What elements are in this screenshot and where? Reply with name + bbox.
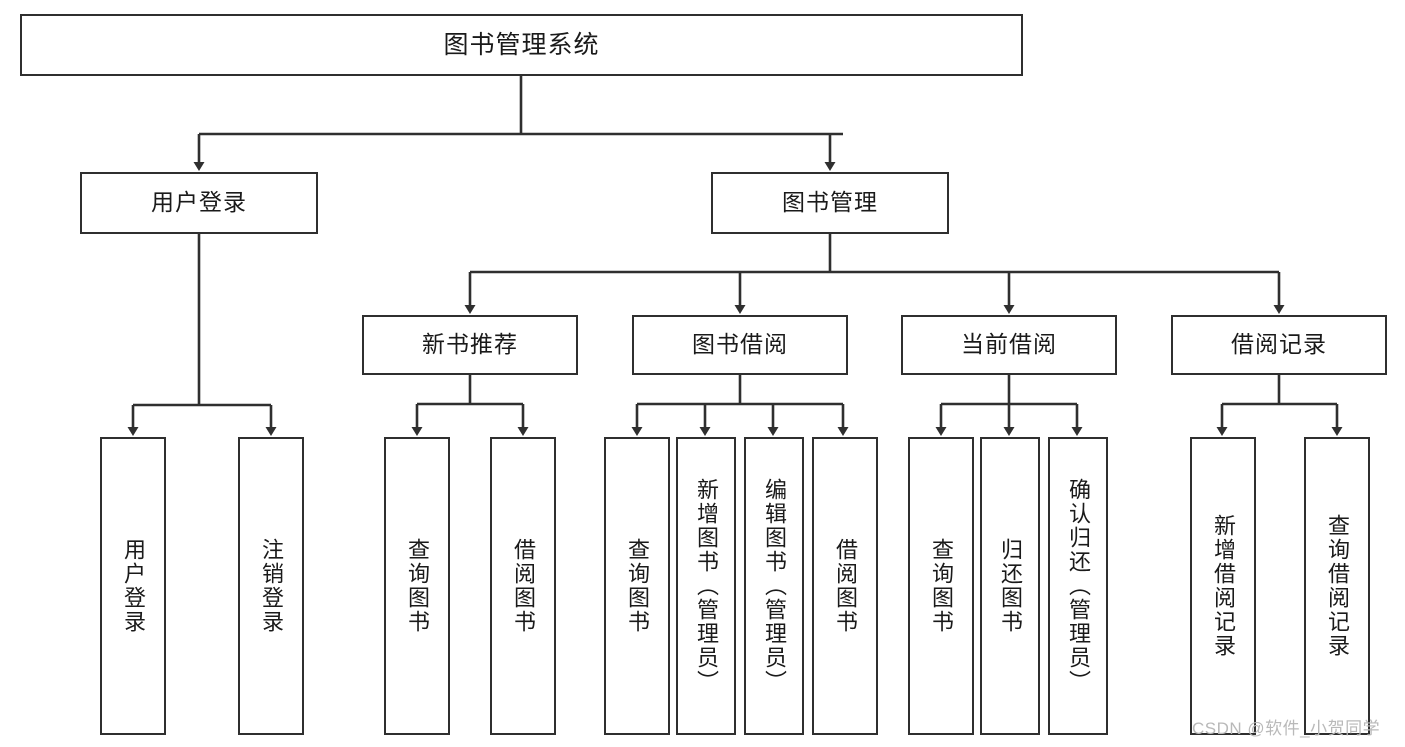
node-label: 新增图书（管理员） bbox=[693, 478, 719, 694]
node-label: 查询借阅记录 bbox=[1324, 514, 1350, 658]
node-label: 借阅图书 bbox=[510, 538, 536, 634]
leaf-query-book-new-book[interactable]: 查询图书 bbox=[384, 437, 450, 735]
node-book-management[interactable]: 图书管理 bbox=[711, 172, 949, 234]
leaf-user-logout[interactable]: 注销登录 bbox=[238, 437, 304, 735]
node-borrowing-record[interactable]: 借阅记录 bbox=[1171, 315, 1387, 375]
node-label: 借阅记录 bbox=[1231, 331, 1327, 358]
node-new-book-recommendation[interactable]: 新书推荐 bbox=[362, 315, 578, 375]
node-label: 新增借阅记录 bbox=[1210, 514, 1236, 658]
leaf-user-login[interactable]: 用户登录 bbox=[100, 437, 166, 735]
node-label: 用户登录 bbox=[151, 189, 247, 216]
leaf-add-borrowing-record[interactable]: 新增借阅记录 bbox=[1190, 437, 1256, 735]
node-label: 编辑图书（管理员） bbox=[761, 478, 787, 694]
node-label: 图书借阅 bbox=[692, 331, 788, 358]
node-label: 确认归还（管理员） bbox=[1065, 478, 1091, 694]
leaf-query-book-borrowing[interactable]: 查询图书 bbox=[604, 437, 670, 735]
node-label: 查询图书 bbox=[624, 538, 650, 634]
leaf-query-book-current[interactable]: 查询图书 bbox=[908, 437, 974, 735]
leaf-query-borrowing-record[interactable]: 查询借阅记录 bbox=[1304, 437, 1370, 735]
node-label: 当前借阅 bbox=[961, 331, 1057, 358]
node-current-borrowing[interactable]: 当前借阅 bbox=[901, 315, 1117, 375]
node-book-borrowing[interactable]: 图书借阅 bbox=[632, 315, 848, 375]
node-label: 图书管理 bbox=[782, 189, 878, 216]
leaf-borrow-book-borrowing[interactable]: 借阅图书 bbox=[812, 437, 878, 735]
node-label: 图书管理系统 bbox=[443, 31, 600, 59]
node-label: 用户登录 bbox=[120, 538, 146, 634]
node-user-login[interactable]: 用户登录 bbox=[80, 172, 318, 234]
node-label: 新书推荐 bbox=[422, 331, 518, 358]
leaf-confirm-return-admin[interactable]: 确认归还（管理员） bbox=[1048, 437, 1108, 735]
node-label: 借阅图书 bbox=[832, 538, 858, 634]
node-label: 注销登录 bbox=[258, 538, 284, 634]
leaf-return-book[interactable]: 归还图书 bbox=[980, 437, 1040, 735]
node-label: 归还图书 bbox=[997, 538, 1023, 634]
node-label: 查询图书 bbox=[928, 538, 954, 634]
leaf-borrow-book-new-book[interactable]: 借阅图书 bbox=[490, 437, 556, 735]
leaf-add-book-admin[interactable]: 新增图书（管理员） bbox=[676, 437, 736, 735]
node-label: 查询图书 bbox=[404, 538, 430, 634]
node-root-book-management-system[interactable]: 图书管理系统 bbox=[20, 14, 1023, 76]
leaf-edit-book-admin[interactable]: 编辑图书（管理员） bbox=[744, 437, 804, 735]
